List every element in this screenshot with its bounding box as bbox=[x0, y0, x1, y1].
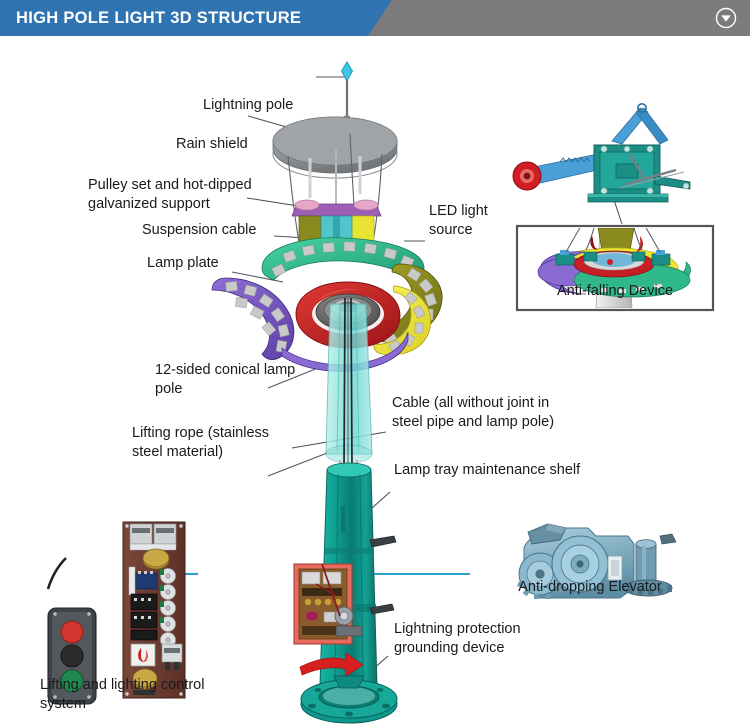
header-blue-band bbox=[0, 0, 392, 36]
pole-access-panel bbox=[293, 563, 363, 645]
label-anti-dropping-elevator: Anti-dropping Elevator bbox=[518, 579, 662, 595]
label-suspension-cable: Suspension cable bbox=[142, 222, 257, 238]
label-cable-no-joint: Cable (all without joint in steel pipe a… bbox=[392, 395, 555, 430]
label-lifting-rope: Lifting rope (stainless steel material) bbox=[132, 425, 270, 460]
lightning-pole-part bbox=[340, 61, 354, 124]
page-header: HIGH POLE LIGHT 3D STRUCTURE bbox=[0, 0, 750, 36]
label-lamp-plate: Lamp plate bbox=[147, 255, 219, 271]
lamp-plate-tier-purple bbox=[211, 277, 295, 360]
label-led-light-source: LED light source bbox=[429, 203, 488, 238]
lifting-direction-arrow bbox=[299, 652, 364, 677]
rain-shield-part bbox=[272, 116, 398, 204]
label-lightning-grounding: Lightning protection grounding device bbox=[394, 621, 521, 656]
conical-lamp-pole-upper bbox=[325, 303, 373, 464]
anti-dropping-elevator-photo bbox=[517, 523, 677, 599]
label-pulley-set-support: Pulley set and hot-dipped galvanized sup… bbox=[88, 177, 252, 212]
chevron-down-circle-icon[interactable] bbox=[715, 7, 737, 29]
label-lightning-pole: Lightning pole bbox=[203, 97, 294, 113]
lamp-tray-maintenance-shelf-part bbox=[369, 535, 397, 615]
label-anti-falling-device: Anti-falling Device bbox=[556, 283, 674, 299]
label-conical-lamp-pole: 12-sided conical lamp pole bbox=[155, 362, 296, 397]
anti-falling-device-inset bbox=[515, 224, 715, 312]
pole-base-flange bbox=[300, 675, 398, 724]
label-lamp-tray-shelf: Lamp tray maintenance shelf bbox=[394, 462, 581, 478]
lifting-control-pendant bbox=[46, 557, 97, 705]
lamp-plate-tier-teal bbox=[261, 237, 425, 283]
page-title: HIGH POLE LIGHT 3D STRUCTURE bbox=[16, 9, 302, 27]
diagram-canvas: Lightning pole Rain shield Pulley set an… bbox=[0, 36, 750, 727]
label-lifting-control-system: Lifting and lighting control system bbox=[40, 677, 205, 712]
high-pole-light-3d-illustration bbox=[46, 61, 715, 724]
anti-falling-clamp-mechanism bbox=[512, 103, 691, 203]
label-rain-shield: Rain shield bbox=[176, 136, 248, 152]
lifting-control-pcb bbox=[122, 521, 186, 699]
